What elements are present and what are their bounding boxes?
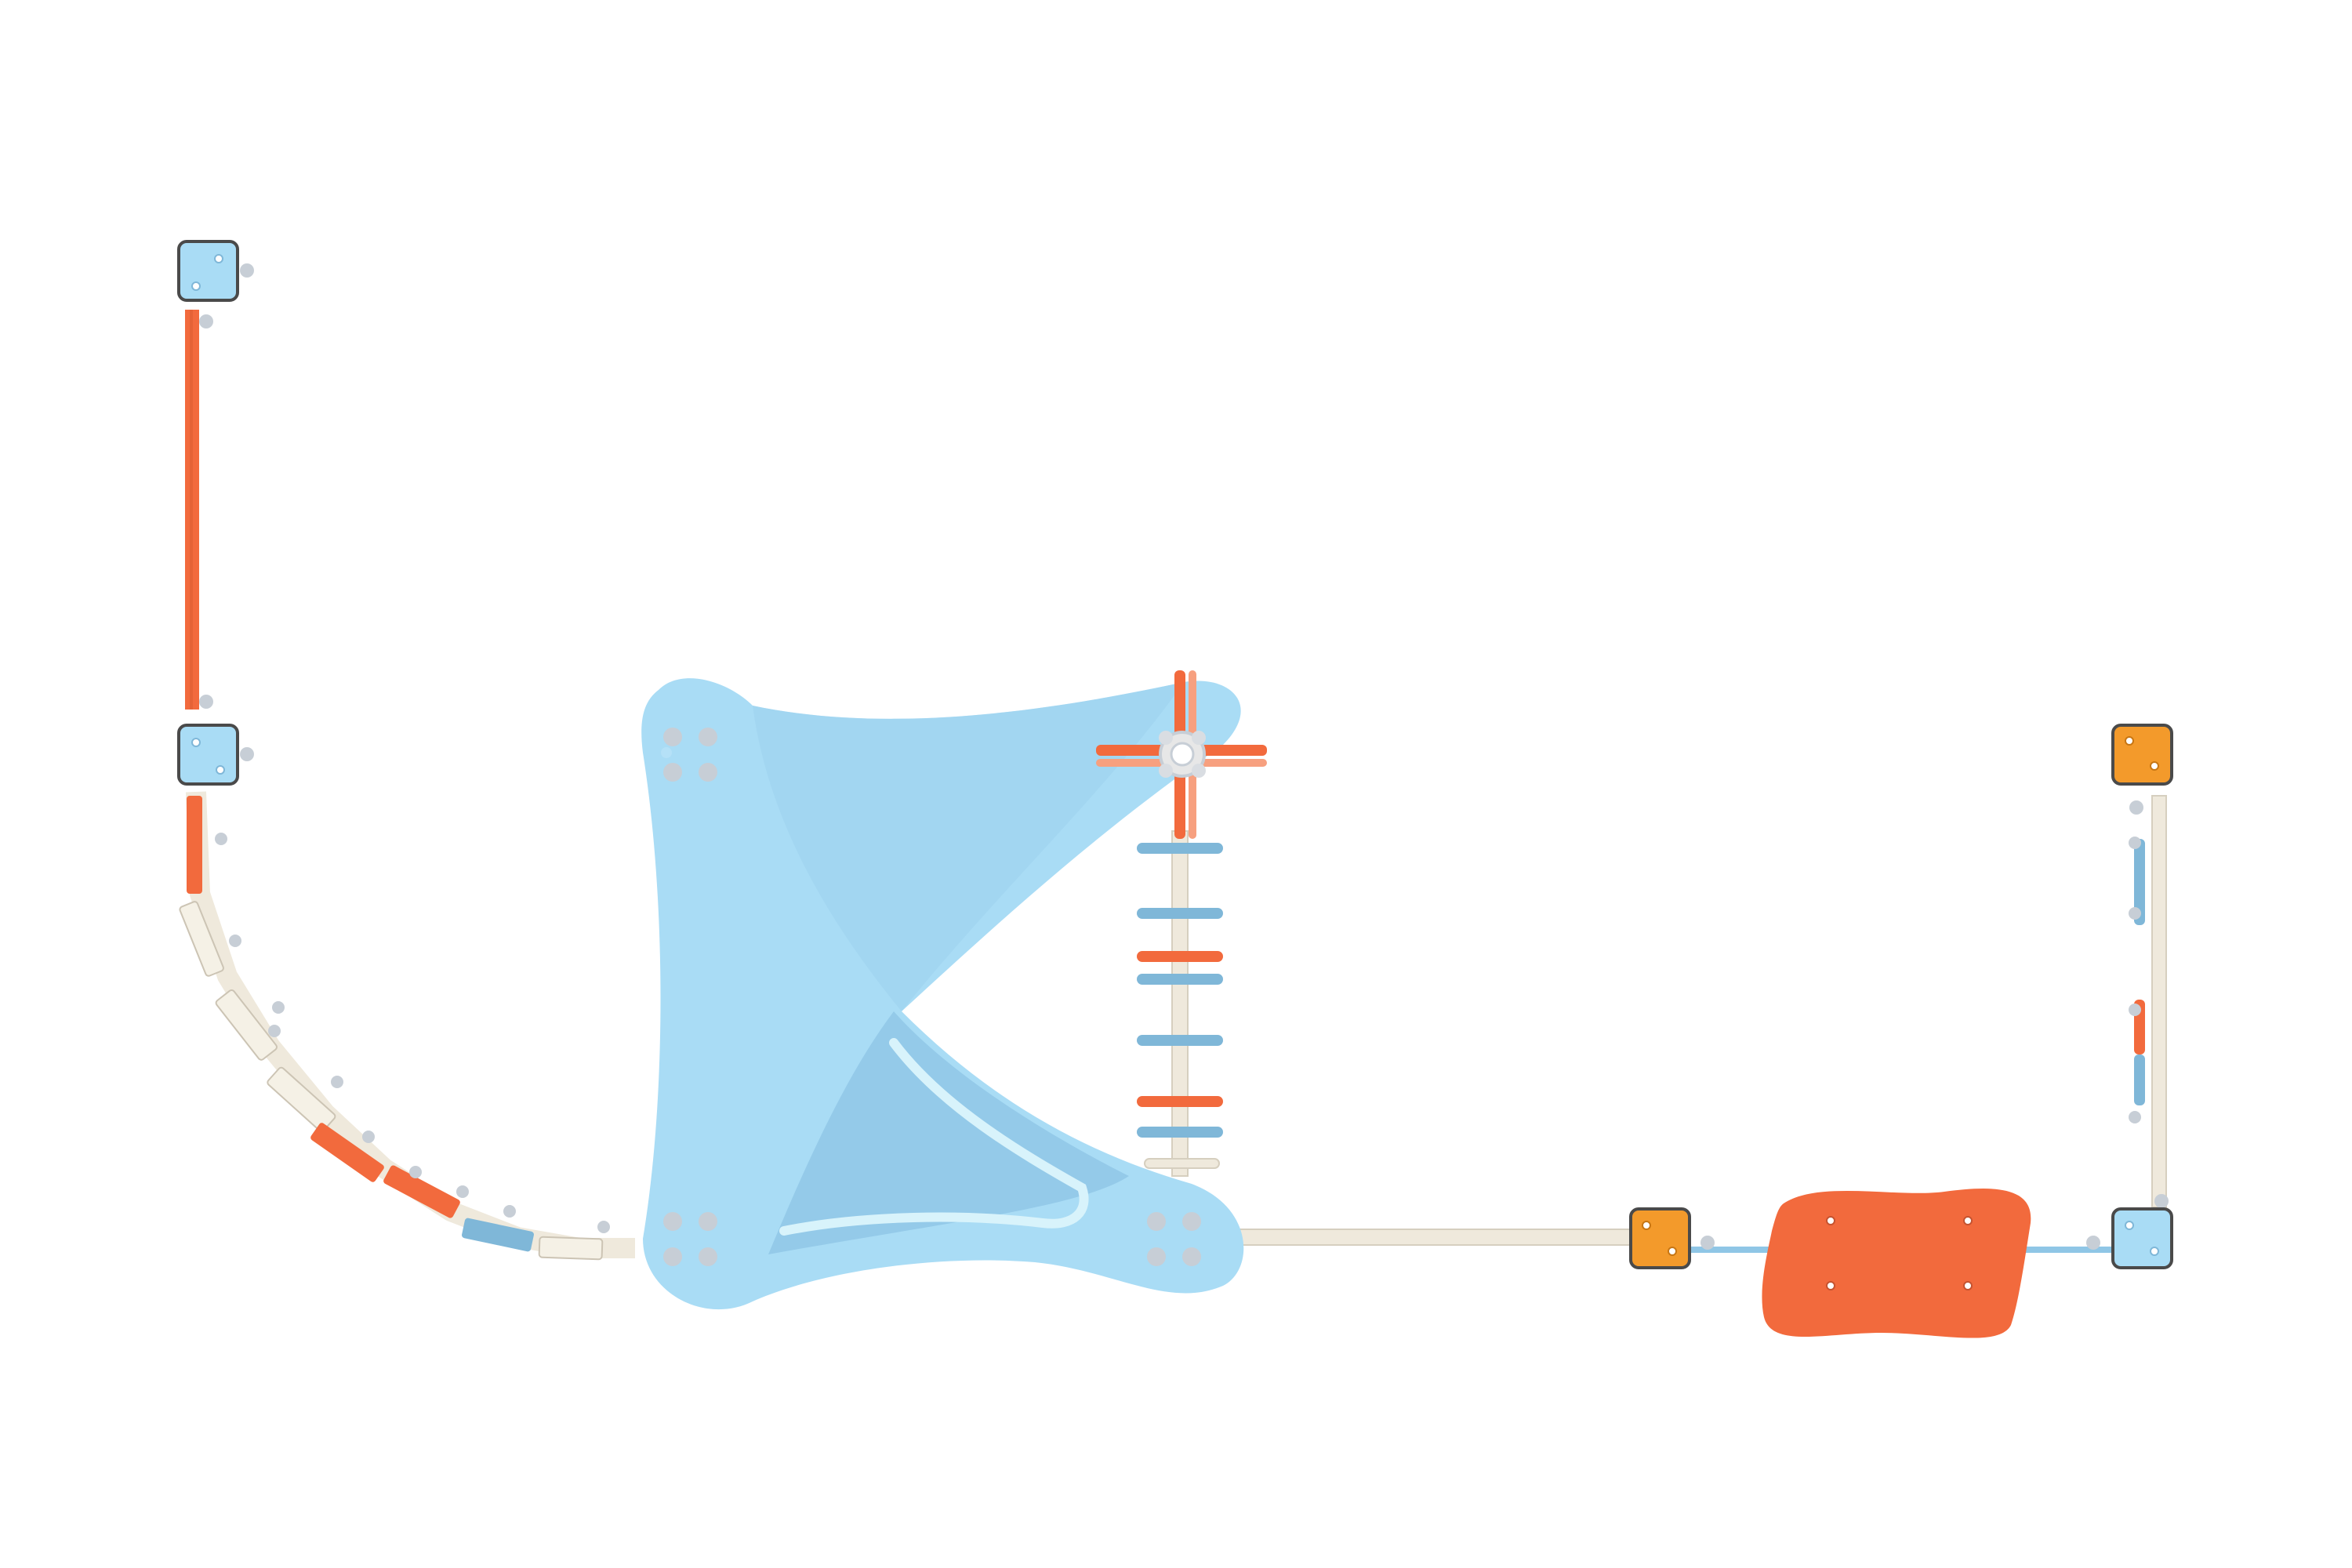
beam-segment bbox=[310, 1123, 384, 1182]
beam-segment bbox=[462, 1218, 534, 1252]
beam-segment bbox=[267, 1066, 336, 1132]
beam-segment bbox=[179, 901, 224, 977]
beam-segments bbox=[179, 796, 604, 1261]
curved-balance-beam bbox=[179, 791, 635, 1261]
post-bottom-center-orange bbox=[1629, 1207, 1715, 1269]
post-top-left bbox=[177, 240, 254, 328]
ladder-rung bbox=[1137, 1127, 1223, 1138]
ladder-rung bbox=[1137, 1035, 1223, 1046]
stepping-board bbox=[1762, 1189, 2031, 1338]
beam-bolts bbox=[215, 833, 610, 1233]
post-middle-left bbox=[177, 695, 254, 786]
beam-segment bbox=[383, 1165, 460, 1218]
spinner-cross bbox=[1096, 670, 1267, 839]
bottom-rail bbox=[1230, 1229, 1639, 1246]
post-top-right-orange bbox=[2111, 724, 2173, 815]
canopy-corner-top-left bbox=[661, 728, 717, 782]
ladder-rung bbox=[1137, 951, 1223, 962]
shade-canopy bbox=[641, 678, 1244, 1310]
ladder-rung bbox=[1137, 908, 1223, 919]
beam-segment bbox=[538, 1236, 604, 1261]
climbing-ladder bbox=[1137, 830, 1223, 1177]
right-side-panels bbox=[2129, 837, 2145, 1123]
ladder-rung bbox=[1137, 974, 1223, 985]
right-rail bbox=[2151, 795, 2167, 1208]
canopy-corner-bottom-right bbox=[1147, 1212, 1201, 1266]
left-vertical-rail bbox=[185, 310, 199, 710]
post-bottom-right bbox=[2086, 1194, 2173, 1269]
ladder-rung bbox=[1137, 843, 1223, 854]
ladder-rung bbox=[1137, 1096, 1223, 1107]
beam-segment bbox=[215, 989, 278, 1061]
canopy-corner-bottom-left bbox=[663, 1212, 717, 1266]
beam-segment bbox=[187, 796, 202, 894]
